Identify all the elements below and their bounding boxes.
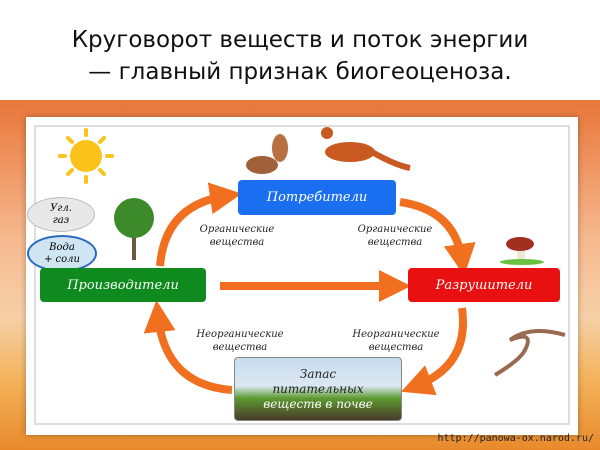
water-line-1: Вода xyxy=(49,241,75,253)
water-line-2: + соли xyxy=(44,253,80,265)
arrow-consumers-to-decomposers xyxy=(399,198,476,276)
squirrel-icon xyxy=(246,134,288,174)
organic-label-right: Органические вещества xyxy=(357,224,433,248)
fox-icon xyxy=(321,127,411,171)
producers-box: Производители xyxy=(40,268,206,302)
arrow-soil-to-producers xyxy=(143,300,233,394)
carbon-dioxide-oval: Угл.газ xyxy=(27,197,95,232)
soil-line-3: веществ в почве xyxy=(263,396,373,411)
arrow-decomposers-to-soil xyxy=(401,307,467,396)
sun-icon xyxy=(58,128,114,184)
soil-line-1: Запас xyxy=(299,366,337,381)
tree-icon xyxy=(114,198,154,260)
soil-line-2: питательных xyxy=(272,381,364,396)
slide-title: Круговорот веществ и поток энергии — гла… xyxy=(0,24,600,88)
mushroom-icon xyxy=(500,237,544,265)
inorganic-label-left: Неорганические вещества xyxy=(196,329,284,353)
water-salts-oval: Вода+ соли xyxy=(27,235,97,272)
inorganic-label-right: Неорганические вещества xyxy=(352,329,440,353)
gas-line-2: газ xyxy=(52,214,70,226)
arrow-producers-to-consumers xyxy=(156,182,242,267)
title-line-1: Круговорот веществ и поток энергии xyxy=(71,27,529,53)
worm-icon xyxy=(493,329,566,377)
title-line-2: — главный признак биогеоценоза. xyxy=(88,59,512,85)
organic-label-left: Органические вещества xyxy=(199,224,275,248)
decomposers-box: Разрушители xyxy=(408,268,560,302)
consumers-box: Потребители xyxy=(238,180,396,215)
soil-reserve-box: Запас питательных веществ в почве xyxy=(234,357,402,421)
source-url: http://panowa-ox.narod.ru/ xyxy=(437,433,594,444)
gas-line-1: Угл. xyxy=(50,202,72,214)
